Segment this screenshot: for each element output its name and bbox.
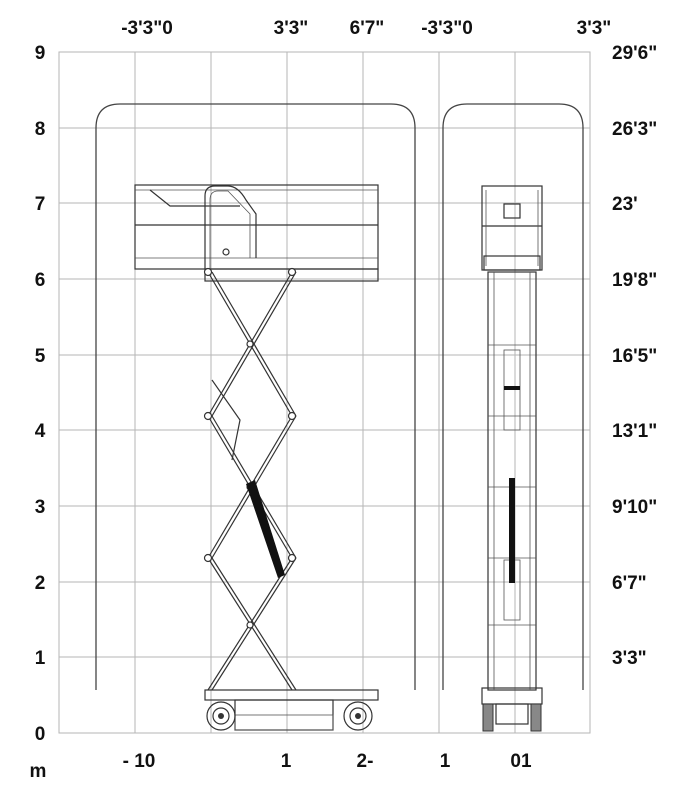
y-tick: 0	[35, 724, 46, 745]
y-tick: 1	[35, 648, 46, 669]
x-tick-ft: 3'3"	[577, 18, 612, 39]
y-tick: 4	[35, 421, 46, 442]
left-axis-labels: 0 1 2 3 4 5 6 7 8 9 m	[30, 43, 47, 782]
front-view-lift	[481, 185, 543, 732]
y-tick-ft: 13'1"	[612, 421, 657, 442]
x-tick-ft: -3'3"0	[121, 18, 173, 39]
y-tick: 5	[35, 346, 46, 367]
y-tick: 8	[35, 119, 46, 140]
side-working-envelope	[95, 103, 416, 690]
lift-cylinder	[246, 480, 285, 578]
grid	[58, 51, 591, 734]
x-tick-ft: 6'7"	[350, 18, 385, 39]
x-tick-m: 2-	[357, 751, 374, 772]
y-tick: 2	[35, 573, 46, 594]
top-axis-labels: -3'3"0 3'3" 6'7" -3'3"0 3'3"	[121, 18, 611, 39]
x-tick-m: 1	[281, 751, 292, 772]
x-tick-ft: 3'3"	[274, 18, 309, 39]
y-tick-ft: 16'5"	[612, 346, 657, 367]
y-tick-ft: 6'7"	[612, 573, 647, 594]
right-axis-labels: 3'3" 6'7" 9'10" 13'1" 16'5" 19'8" 23' 26…	[612, 43, 657, 669]
unit-label: m	[30, 761, 47, 782]
y-tick: 6	[35, 270, 46, 291]
y-tick: 7	[35, 194, 46, 215]
x-tick-m: - 10	[123, 751, 156, 772]
bottom-axis-labels: - 10 1 2- 1 01	[123, 751, 532, 772]
wheel-icon	[206, 701, 236, 731]
side-view-lift	[134, 184, 379, 731]
y-tick-ft: 23'	[612, 194, 638, 215]
x-tick-ft: -3'3"0	[421, 18, 473, 39]
y-tick-ft: 29'6"	[612, 43, 657, 64]
y-tick: 9	[35, 43, 46, 64]
x-tick-m: 1	[440, 751, 451, 772]
y-tick-ft: 3'3"	[612, 648, 647, 669]
lift-cylinder	[509, 478, 515, 583]
y-tick: 3	[35, 497, 46, 518]
front-working-envelope	[442, 103, 584, 690]
x-tick-m: 01	[510, 751, 532, 772]
y-tick-ft: 19'8"	[612, 270, 657, 291]
wheel-icon	[343, 701, 373, 731]
y-tick-ft: 9'10"	[612, 497, 657, 518]
y-tick-ft: 26'3"	[612, 119, 657, 140]
